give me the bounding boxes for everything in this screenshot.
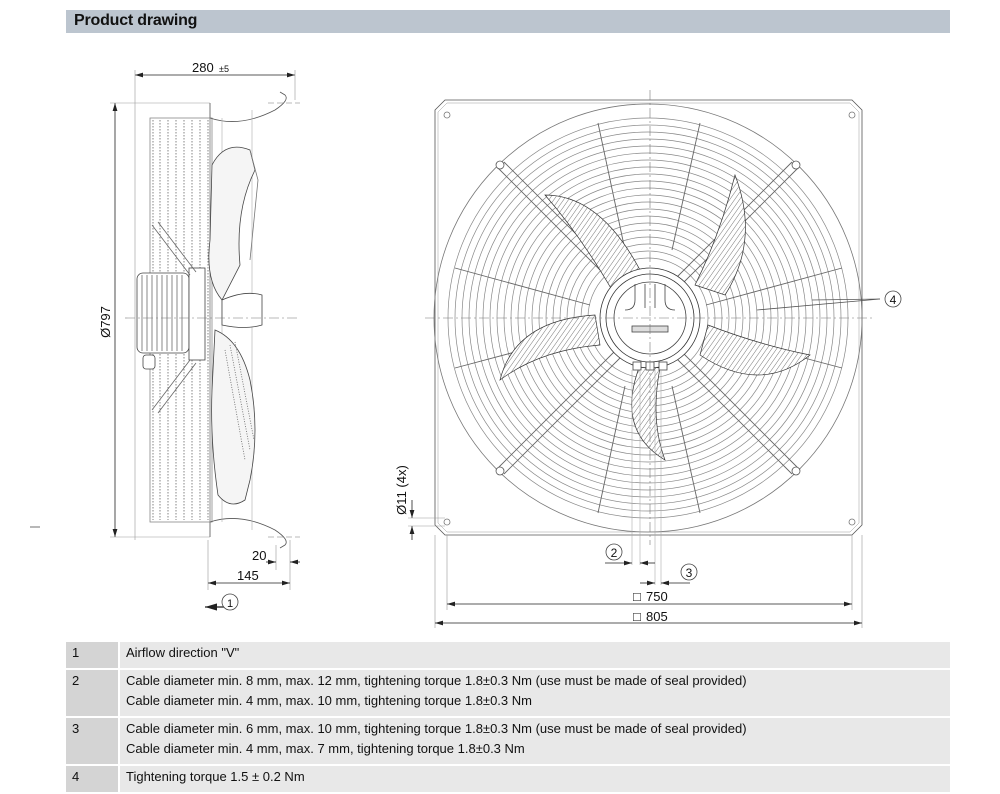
legend-description: Cable diameter min. 8 mm, max. 12 mm, ti… xyxy=(120,670,950,716)
inner-square-symbol: □ xyxy=(633,589,641,604)
legend-description: Airflow direction "V" xyxy=(120,642,950,668)
hole-dimension-text: Ø11 (4x) xyxy=(394,465,409,515)
diameter-dimension-text: Ø797 xyxy=(98,306,113,338)
offset-small-text: 20 xyxy=(252,548,266,563)
legend-row: 4 Tightening torque 1.5 ± 0.2 Nm xyxy=(66,766,950,792)
legend-line: Cable diameter min. 8 mm, max. 12 mm, ti… xyxy=(126,673,747,688)
legend-number: 3 xyxy=(66,718,118,764)
legend-number: 2 xyxy=(66,670,118,716)
width-tolerance-text: ±5 xyxy=(219,64,229,74)
legend-row: 2 Cable diameter min. 8 mm, max. 12 mm, … xyxy=(66,670,950,716)
legend-number: 4 xyxy=(66,766,118,792)
callout-1-text: 1 xyxy=(227,598,233,610)
callout-4-circle xyxy=(884,290,902,308)
callout-1-circle xyxy=(221,593,239,611)
section-header: Product drawing xyxy=(66,10,950,33)
callout-4-text: 4 xyxy=(890,293,897,307)
legend-line: Cable diameter min. 4 mm, max. 10 mm, ti… xyxy=(126,693,532,708)
fan-blades xyxy=(499,173,811,461)
legend-line: Cable diameter min. 4 mm, max. 7 mm, tig… xyxy=(126,741,525,756)
legend-row: 3 Cable diameter min. 6 mm, max. 10 mm, … xyxy=(66,718,950,764)
front-view xyxy=(408,90,902,628)
motor xyxy=(136,267,206,370)
offset-large-text: 145 xyxy=(237,568,259,583)
outer-square-dimension-text: 805 xyxy=(646,609,668,624)
blades-side xyxy=(208,146,263,505)
legend-table: 1 Airflow direction "V" 2 Cable diameter… xyxy=(66,642,950,794)
width-dimension-text: 280 xyxy=(192,60,214,75)
product-drawing: 280 ±5 Ø797 20 145 1 xyxy=(30,60,902,628)
legend-description: Cable diameter min. 6 mm, max. 10 mm, ti… xyxy=(120,718,950,764)
legend-line: Tightening torque 1.5 ± 0.2 Nm xyxy=(126,769,305,784)
callout-3-text: 3 xyxy=(686,566,693,580)
legend-line: Cable diameter min. 6 mm, max. 10 mm, ti… xyxy=(126,721,747,736)
callout-2-text: 2 xyxy=(611,546,618,560)
guard-grille xyxy=(152,120,209,520)
outer-square-symbol: □ xyxy=(633,609,641,624)
legend-row: 1 Airflow direction "V" xyxy=(66,642,950,668)
section-title: Product drawing xyxy=(74,12,198,29)
side-view xyxy=(30,70,300,611)
legend-number: 1 xyxy=(66,642,118,668)
legend-description: Tightening torque 1.5 ± 0.2 Nm xyxy=(120,766,950,792)
mounting-holes xyxy=(443,111,856,526)
callout-3-circle xyxy=(680,563,698,581)
legend-line: Airflow direction "V" xyxy=(126,645,240,660)
callout-2-circle xyxy=(605,543,623,561)
inner-square-dimension-text: 750 xyxy=(646,589,668,604)
